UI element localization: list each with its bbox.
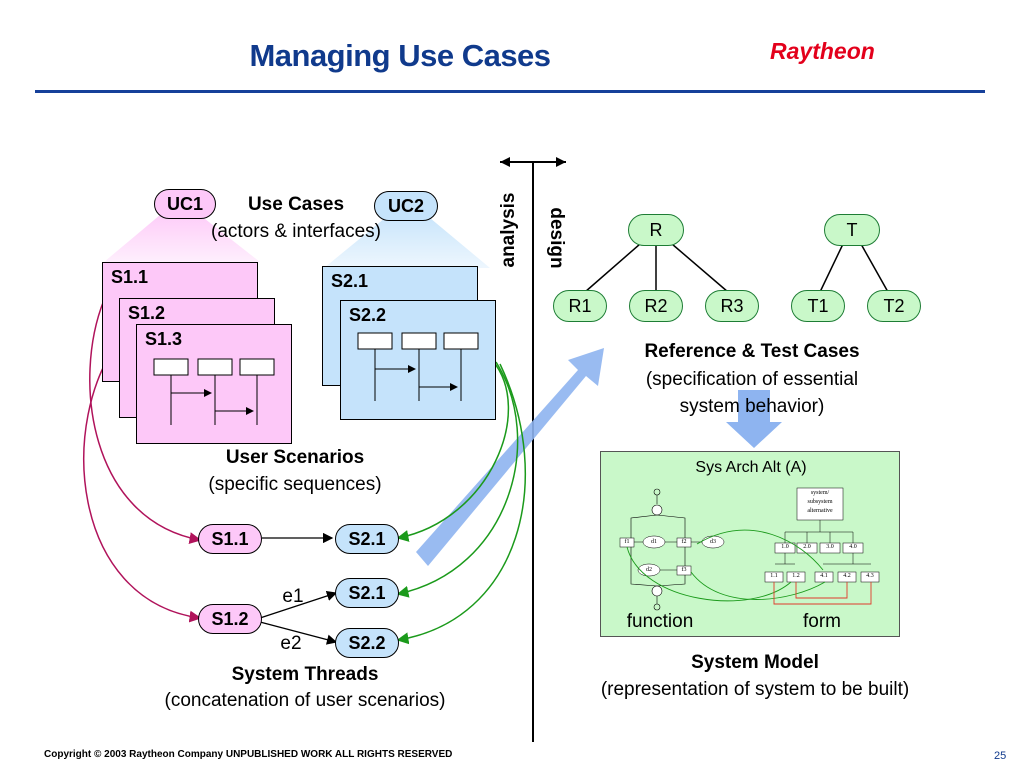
analysis-label: analysis xyxy=(498,192,519,268)
tiny-func: f1 xyxy=(624,539,630,545)
event-e2-label: e2 xyxy=(280,633,302,654)
function-label: function xyxy=(626,611,694,632)
test-node-t1: T1 xyxy=(791,290,845,322)
use-cases-heading: Use Cases xyxy=(247,194,345,215)
user-scenarios-heading: User Scenarios xyxy=(225,447,365,468)
test-node-t2: T2 xyxy=(867,290,921,322)
use-case-uc2: UC2 xyxy=(374,191,438,221)
use-cases-subtitle: (actors & interfaces) xyxy=(211,221,381,242)
tiny-func: f3 xyxy=(681,567,687,573)
brand-logo-text: Raytheon xyxy=(770,38,875,64)
thread-s1-2: S1.2 xyxy=(198,604,262,634)
diagonal-arrow xyxy=(416,348,604,566)
thread-s2-2: S2.2 xyxy=(335,628,399,658)
tiny-func: f2 xyxy=(681,539,687,545)
system-model-heading: System Model xyxy=(691,652,819,673)
tiny-row2: 4.3 xyxy=(866,573,874,579)
reference-subtitle-1: (specification of essential xyxy=(645,369,859,390)
ref-node-r3: R3 xyxy=(705,290,759,322)
tiny-func: d3 xyxy=(710,539,716,545)
title-divider xyxy=(35,90,985,93)
scenario-card-s2-2: S2.2 xyxy=(340,300,496,420)
thread-s2-1-top: S2.1 xyxy=(335,524,399,554)
tiny-root-1: system/ xyxy=(810,490,830,496)
system-architecture-panel: Sys Arch Alt (A) xyxy=(600,451,900,637)
scenario-label: S1.2 xyxy=(128,303,166,323)
thread-s2-1-mid: S2.1 xyxy=(335,578,399,608)
tiny-row1: 4.0 xyxy=(849,544,857,550)
page-number: 25 xyxy=(994,750,1007,762)
scenario-card-s1-3: S1.3 xyxy=(136,324,292,444)
test-node-t: T xyxy=(824,214,880,246)
form-label: form xyxy=(803,611,841,632)
tiny-root-2: subsystem xyxy=(807,499,833,505)
ref-node-r: R xyxy=(628,214,684,246)
system-model-subtitle: (representation of system to be built) xyxy=(600,679,910,700)
architecture-mini-diagram xyxy=(619,487,880,611)
tiny-row2: 1.1 xyxy=(770,573,778,579)
scenario-label: S1.1 xyxy=(111,267,149,287)
scenario-label: S1.3 xyxy=(145,329,183,349)
use-case-uc1: UC1 xyxy=(154,189,216,219)
scenario-label: S2.1 xyxy=(331,271,369,291)
tiny-row2: 4.1 xyxy=(820,573,828,579)
uc1-fan xyxy=(104,215,260,262)
design-label: design xyxy=(546,207,567,269)
down-arrow xyxy=(726,390,782,448)
tiny-func: d2 xyxy=(646,567,652,573)
tiny-row1: 1.0 xyxy=(781,544,789,550)
tiny-row2: 4.2 xyxy=(843,573,851,579)
user-scenarios-subtitle: (specific sequences) xyxy=(208,474,382,495)
thread-s1-1: S1.1 xyxy=(198,524,262,554)
uc2-fan xyxy=(324,218,490,268)
sequence-diagram-icon xyxy=(357,332,479,401)
tiny-row2: 1.2 xyxy=(792,573,800,579)
scenario-label: S2.2 xyxy=(349,305,387,325)
reference-subtitle-2: system behavior) xyxy=(679,396,825,417)
system-threads-subtitle: (concatenation of user scenarios) xyxy=(164,690,446,711)
panel-title: Sys Arch Alt (A) xyxy=(695,459,807,476)
event-e1-label: e1 xyxy=(282,586,304,607)
copyright-footer: Copyright © 2003 Raytheon Company UNPUBL… xyxy=(44,749,453,760)
system-threads-heading: System Threads xyxy=(231,664,379,685)
tiny-row1: 3.0 xyxy=(826,544,834,550)
sequence-diagram-icon xyxy=(153,358,275,425)
tiny-row1: 2.0 xyxy=(803,544,811,550)
page-title: Managing Use Cases xyxy=(249,38,551,73)
ref-node-r2: R2 xyxy=(629,290,683,322)
reference-heading: Reference & Test Cases xyxy=(644,341,860,362)
tiny-func: d1 xyxy=(651,539,657,545)
ref-node-r1: R1 xyxy=(553,290,607,322)
tiny-root-3: alternative xyxy=(807,508,833,514)
